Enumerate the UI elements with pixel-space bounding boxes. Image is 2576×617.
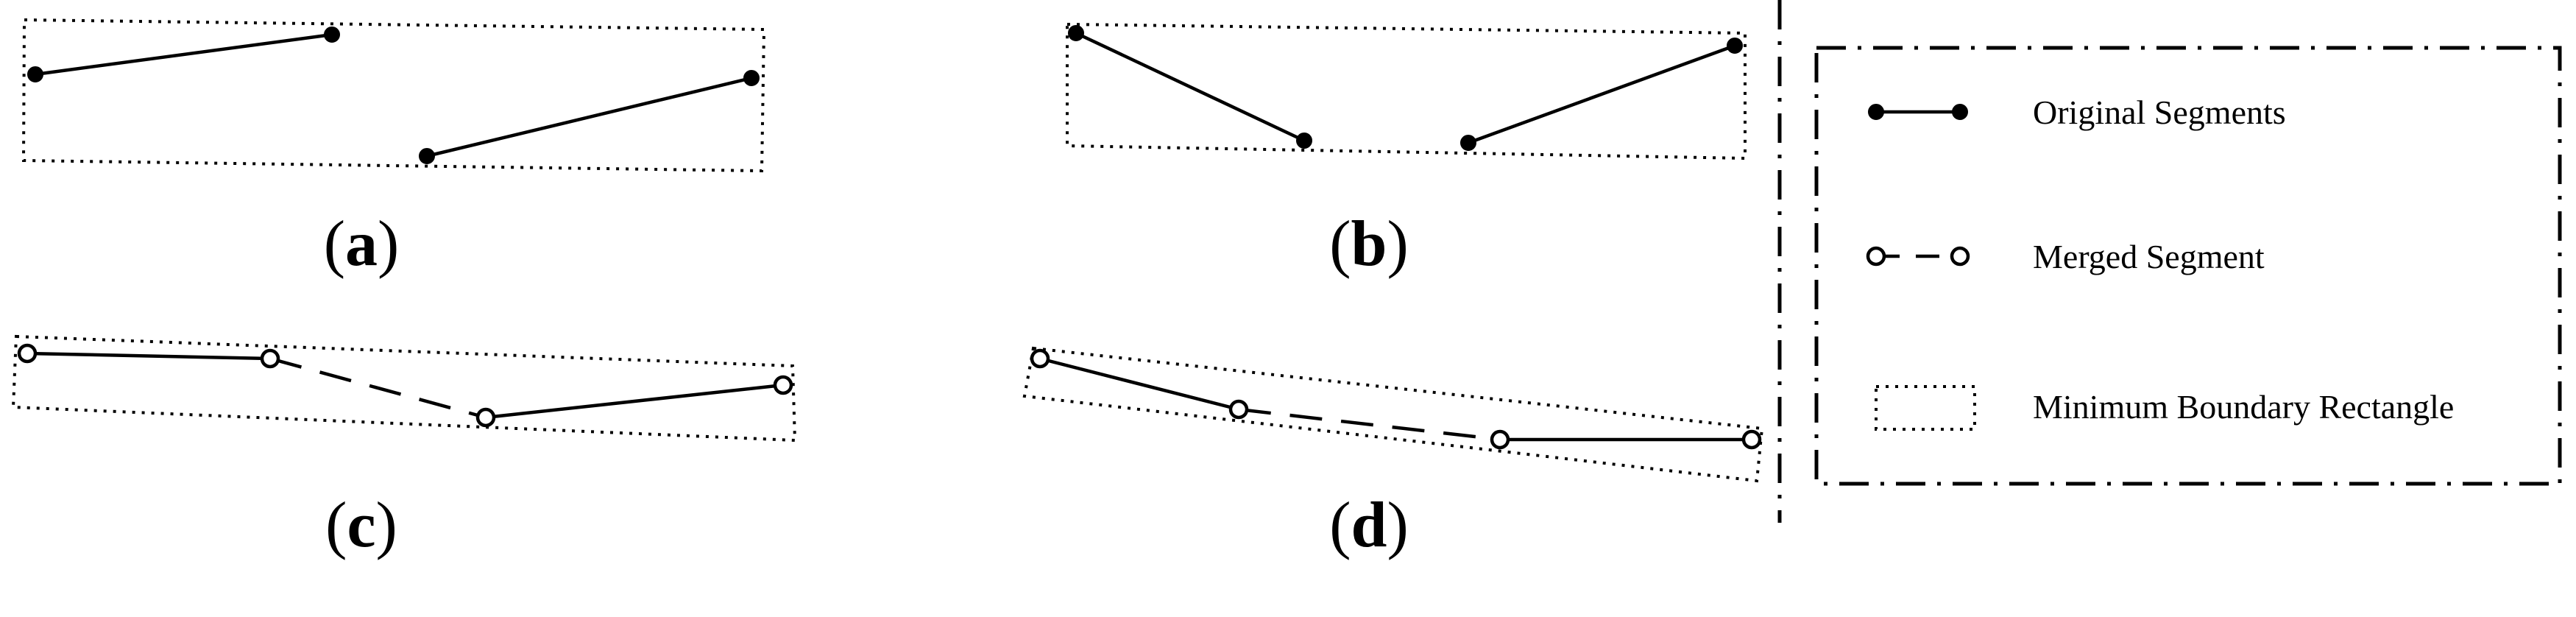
legend-merged-label: Merged Segment [2033,238,2265,275]
legend-original-endpoint [1868,104,1884,120]
panel-d-mbr [1022,346,1764,483]
panel-b-segment-2 [1468,43,1735,145]
legend-merged-vertex [1950,246,1970,267]
panel-b-endpoint [1068,25,1084,41]
legend-item-original: Original Segments [1868,94,2286,131]
panel-a-endpoint [324,27,340,43]
panel-d-vertex [1490,429,1510,450]
panel-a: (a) [21,18,766,280]
panel-a-segment-1 [35,32,333,77]
legend: Original Segments Merged Segment Minimum… [1814,46,2562,486]
panel-a-mbr [21,18,766,173]
legend-merged-vertex [1866,246,1886,267]
panel-a-endpoint [419,148,435,164]
panel-d-label: (d) [1329,490,1409,561]
panel-c-vertex [773,375,793,395]
legend-item-merged: Merged Segment [1866,238,2265,275]
panel-b: (b) [1066,22,1747,280]
panel-c-merge-gap [269,356,486,420]
panel-b-mbr [1066,22,1747,161]
panel-c: (c) [11,334,797,561]
legend-mbr-swatch [1875,385,1976,431]
panel-d-segment-1 [1039,356,1239,412]
panel-d-vertex [1741,429,1762,450]
panel-d-merge-gap [1238,407,1501,442]
panel-a-label: (a) [324,208,400,280]
panel-c-vertex [17,343,38,364]
legend-original-endpoint [1952,104,1968,120]
panel-b-label: (b) [1329,208,1409,280]
panel-c-vertex [260,348,280,369]
legend-original-label: Original Segments [2033,94,2286,131]
panel-a-endpoint [27,66,43,82]
legend-item-mbr: Minimum Boundary Rectangle [1875,385,2454,431]
panel-c-vertex [475,407,496,428]
panel-d-vertex [1030,348,1050,369]
panel-b-endpoint [1727,38,1743,54]
panel-a-segment-2 [426,76,752,158]
panel-c-segment-1 [26,351,271,361]
panel-d-vertex [1228,399,1249,420]
legend-mbr-label: Minimum Boundary Rectangle [2033,388,2454,426]
panel-b-endpoint [1296,133,1312,149]
panel-c-label: (c) [325,490,397,561]
panel-c-segment-2 [485,383,784,420]
panel-b-endpoint [1460,135,1476,151]
legend-frame [1814,46,2562,486]
panel-a-endpoint [743,70,760,86]
panel-c-mbr [11,334,797,443]
panel-d: (d) [1022,346,1764,561]
panel-b-segment-1 [1075,31,1305,143]
